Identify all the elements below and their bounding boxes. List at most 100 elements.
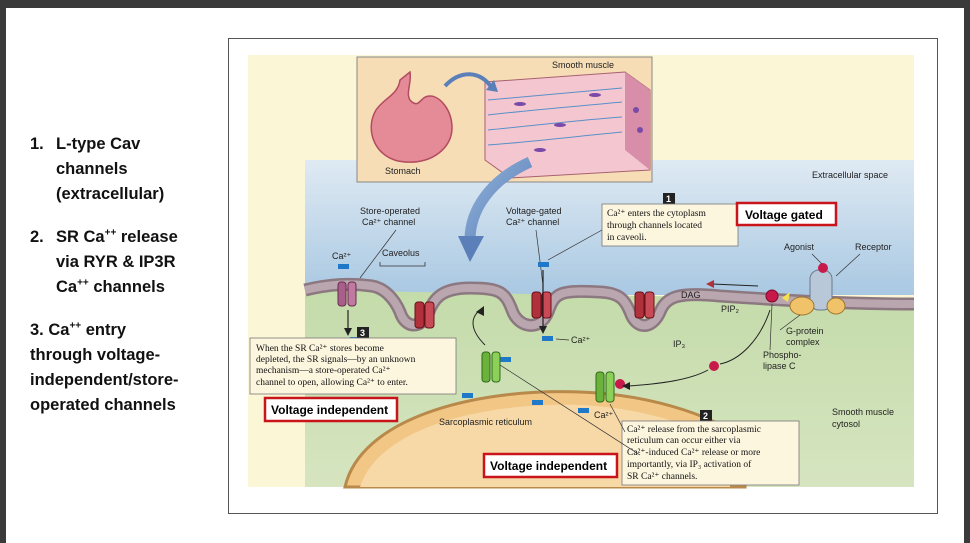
calcium-ion [538,262,549,267]
voltage-independent-highlight [263,396,399,423]
leader-line [555,338,570,341]
voltage-gated-channel-label: Ca²⁺ channel [506,217,559,227]
step-3-text: depleted, the SR signals—by an unknown [256,355,416,365]
ip3-label: IP₃ [673,339,686,349]
bullet-text: Ca [56,278,78,296]
step-2-badge [700,410,712,421]
step-1-callout [601,203,739,247]
calcium-label: Ca²⁺ [594,410,614,420]
step-2-text: Ca²⁺ release from the sarcoplasmic [627,424,761,435]
bullet-text: channels [56,160,128,178]
bullet-item-1: 1.L-type Cav channels (extracellular) [30,132,220,207]
pip2-label: PIP₂ [721,304,740,314]
phospholipase-label: lipase C [763,361,796,371]
step-2-text: SR Ca²⁺ channels. [627,472,697,482]
step-3-text: channel to open, allowing Ca²⁺ to enter. [256,378,408,388]
signal-arrowhead [476,306,484,316]
phospholipase-c [765,289,779,303]
step-3-number: 3 [360,328,365,338]
bullet-text: independent/store- [30,371,179,389]
calcium-ion [500,357,511,362]
flux-arrowhead [539,326,547,334]
caveolar-channel [414,301,435,329]
stomach-illustration [370,70,453,163]
cytosol-label: Smooth muscle [832,407,894,417]
store-operated-label: Store-operated [360,206,420,216]
caveolus-bracket [379,262,426,267]
ip3-receptor-channel [595,371,625,403]
nucleus [514,102,526,106]
superscript: ++ [104,227,117,239]
dag-arrowhead [706,280,714,288]
step-1-badge [663,193,675,204]
step-2-text: importantly, via IP₃ activation of [627,459,752,470]
bullet-text: operated channels [30,396,176,414]
bullet-text: (extracellular) [56,185,165,203]
step-3-text: When the SR Ca²⁺ stores become [256,344,384,354]
step-1-text: in caveoli. [607,233,647,243]
flux-arrowhead [344,328,352,336]
leader-line [609,403,626,433]
ip3-to-sr-arrow [627,369,709,387]
ip3-molecule [709,361,719,371]
zoom-arrow-large [464,156,533,241]
bullet-text: 3. Ca [30,321,70,339]
superscript: ++ [77,277,89,289]
agonist-label: Agonist [784,242,815,252]
nucleus [589,93,601,97]
bullet-text: release [116,228,178,246]
step-1-text: through channels located [607,221,702,231]
sarcoplasmic-reticulum-label: Sarcoplasmic reticulum [439,417,532,427]
g-protein-label: complex [786,337,820,347]
step-2-text: Ca²⁺-induced Ca²⁺ release or more [627,448,760,458]
dag-label: DAG [681,290,701,300]
calcium-ion [532,400,543,405]
receptor-complex [789,263,846,316]
muscle-tissue-side [625,72,650,170]
voltage-independent-annotation: Voltage independent [490,459,607,473]
sr-release-channel [481,351,501,383]
leader-line [359,229,397,279]
bullet-number: 1. [30,135,44,153]
step-2-number: 2 [703,411,708,421]
step-3-callout [249,337,457,395]
step-3-text: mechanism—a store-operated Ca²⁺ [256,366,390,376]
leader-line [535,229,544,286]
cytosol-label: cytosol [832,419,860,429]
stomach-label: Stomach [385,166,421,176]
calcium-label: Ca²⁺ [571,335,591,345]
bullet-text: SR Ca [56,228,105,246]
g-protein-label: G-protein [786,326,824,336]
ip3-arrow [719,309,771,365]
superscript: ++ [69,320,82,332]
leader-line [835,253,861,277]
ip3-arrowhead [622,382,630,390]
store-operated-label: Ca²⁺ channel [362,217,415,227]
voltage-gated-annotation: Voltage gated [745,208,823,222]
bullet-text: through voltage- [30,346,161,364]
step-2-text: reticulum can occur either via [627,436,741,446]
voltage-gated-highlight [735,201,838,227]
step-1-text: Ca²⁺ enters the cytoplasm [607,209,706,219]
bullet-text: via RYR & IP3R [56,253,176,271]
dag-arrow [711,283,759,287]
calcium-label: Ca²⁺ [332,251,352,261]
extracellular-space-label: Extracellular space [812,170,888,180]
store-operated-channel [337,281,357,307]
voltage-gated-channel-label: Voltage-gated [506,206,562,216]
bullet-text: entry [81,321,127,339]
zoom-arrow [443,72,494,90]
calcium-ion [338,264,349,269]
voltage-gated-channel [531,291,552,319]
bullet-item-2: 2.SR Ca++ release via RYR & IP3R Ca++ ch… [30,225,220,300]
voltage-independent-annotation: Voltage independent [271,403,388,417]
caveolus-label: Caveolus [382,248,420,258]
nucleus [534,148,546,152]
receptor-label: Receptor [855,242,892,252]
muscle-fibers [487,87,623,146]
phospholipase-label: Phospho- [763,350,802,360]
leader-line [811,253,823,265]
nucleus [637,127,643,133]
leader-line [769,303,773,351]
